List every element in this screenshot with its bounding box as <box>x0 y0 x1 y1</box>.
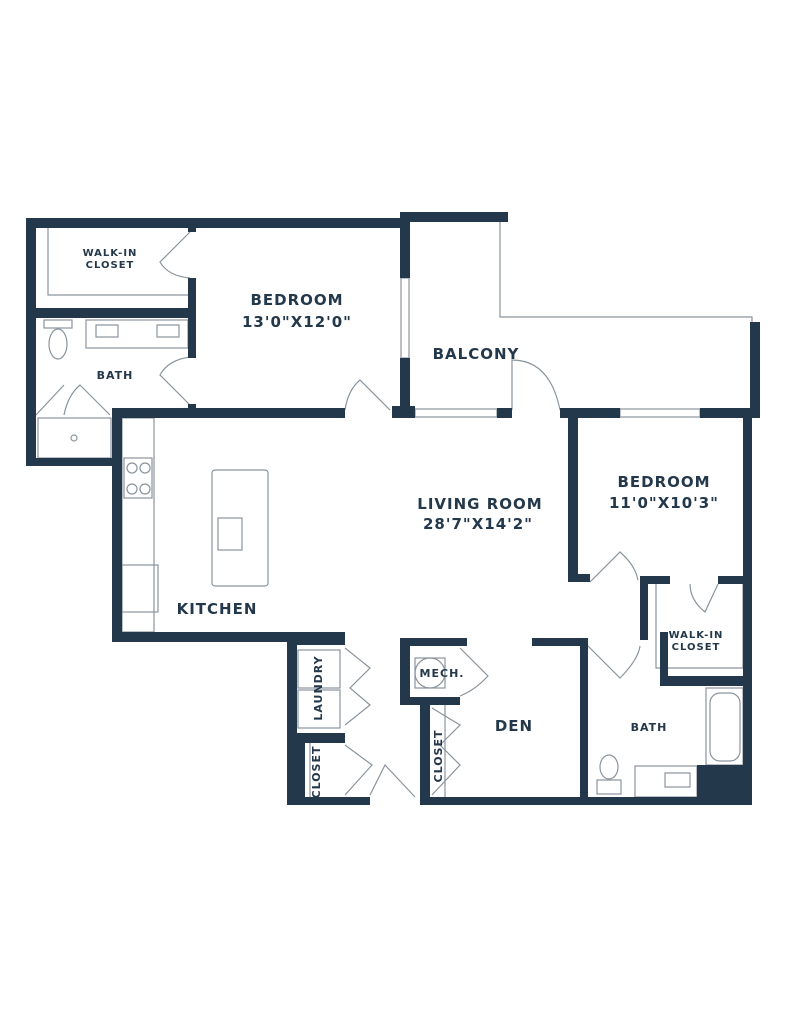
living-size: 28'7"X14'2" <box>423 515 533 533</box>
room-labels: BEDROOM 13'0"X12'0" WALK-IN CLOSET BATH … <box>83 248 724 799</box>
living-name: LIVING ROOM <box>417 495 542 513</box>
closet1-name: CLOSET <box>310 746 323 799</box>
walkin2-line1: WALK-IN <box>669 630 724 641</box>
walls <box>26 212 760 805</box>
balcony-name: BALCONY <box>433 345 520 363</box>
walkin2-line2: CLOSET <box>672 642 721 653</box>
bath2-name: BATH <box>631 721 668 734</box>
bedroom1-size: 13'0"X12'0" <box>242 313 352 331</box>
mech-name: MECH. <box>420 667 465 680</box>
den-name: DEN <box>495 717 533 735</box>
walkin1-line1: WALK-IN <box>83 248 138 259</box>
bedroom1-name: BEDROOM <box>250 291 343 309</box>
bedroom2-size: 11'0"X10'3" <box>609 494 719 512</box>
walkin1-line2: CLOSET <box>86 260 135 271</box>
kitchen-name: KITCHEN <box>177 600 258 618</box>
laundry-name: LAUNDRY <box>312 655 325 720</box>
closet2-name: CLOSET <box>432 730 445 783</box>
bedroom2-name: BEDROOM <box>617 473 710 491</box>
bath1-name: BATH <box>97 369 134 382</box>
